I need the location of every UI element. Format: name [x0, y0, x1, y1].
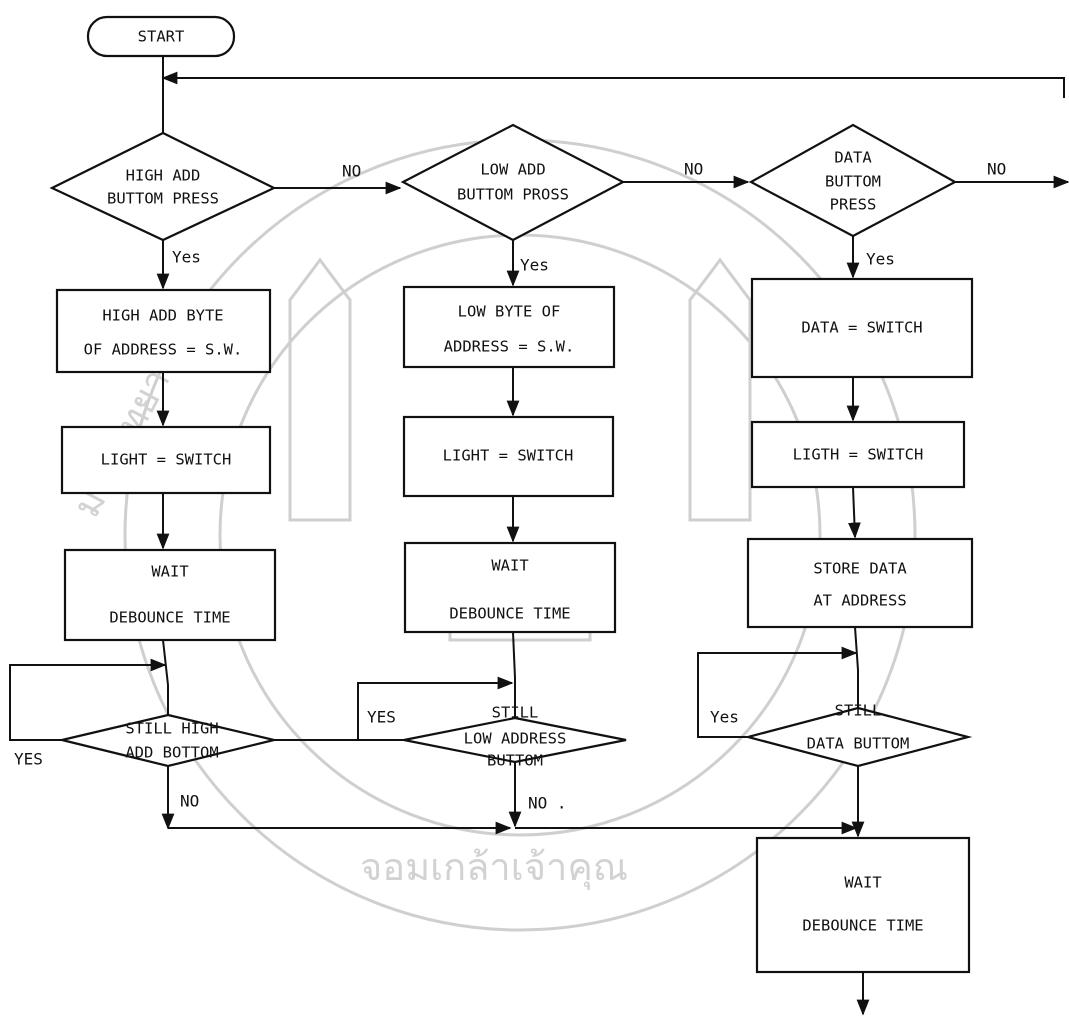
no-label: NO — [342, 162, 361, 181]
yes-loop-label: Yes — [710, 708, 739, 727]
decision-low-add-button-press: LOW ADD BUTTOM PROSS — [403, 125, 623, 240]
svg-text:จอมเกล้าเจ้าคุณ: จอมเกล้าเจ้าคุณ — [360, 845, 628, 890]
process-text: AT ADDRESS — [813, 592, 906, 610]
decision-still-high-add-button: STILL HIGH ADD BOTTOM — [62, 715, 274, 766]
decision-text: DATA — [834, 149, 872, 167]
no-exit-label: NO — [180, 792, 199, 811]
process-text: DEBOUNCE TIME — [109, 609, 230, 627]
process-high-add-byte: HIGH ADD BYTE OF ADDRESS = S.W. — [57, 290, 270, 372]
yes-label: Yes — [866, 250, 895, 269]
process-text: LIGHT = SWITCH — [443, 447, 574, 465]
no-label: NO — [684, 160, 703, 179]
process-wait-debounce-1: WAIT DEBOUNCE TIME — [65, 550, 275, 640]
decision-text: LOW ADDRESS — [464, 730, 567, 748]
decision-text: STILL HIGH — [125, 720, 218, 738]
decision-text: BUTTOM PRESS — [107, 190, 219, 208]
start-label: START — [138, 28, 185, 46]
yes-loop-label: YES — [367, 708, 396, 727]
process-text: LOW BYTE OF — [458, 303, 561, 321]
decision-text: PRESS — [830, 196, 877, 214]
decision-text: STILL — [835, 702, 882, 720]
process-text: HIGH ADD BYTE — [102, 307, 223, 325]
process-text: WAIT — [491, 557, 528, 575]
decision-text: DATA BUTTOM — [807, 735, 910, 753]
decision-text: HIGH ADD — [126, 167, 201, 185]
process-text: WAIT — [844, 874, 881, 892]
no-label: NO — [987, 160, 1006, 179]
process-wait-debounce-final: WAIT DEBOUNCE TIME — [757, 838, 969, 972]
decision-text: BUTTOM PROSS — [457, 186, 569, 204]
process-text: DEBOUNCE TIME — [802, 917, 923, 935]
process-text: STORE DATA — [813, 560, 907, 578]
process-data-switch: DATA = SWITCH — [752, 279, 972, 377]
start-terminal: START — [88, 17, 234, 56]
process-wait-debounce-2: WAIT DEBOUNCE TIME — [405, 543, 615, 632]
decision-still-low-address-button: STILL LOW ADDRESS BUTTOM — [404, 704, 626, 770]
process-text: LIGTH = SWITCH — [793, 446, 924, 464]
process-text: LIGHT = SWITCH — [101, 451, 232, 469]
process-light-switch-1: LIGHT = SWITCH — [62, 427, 270, 493]
process-low-byte: LOW BYTE OF ADDRESS = S.W. — [404, 287, 614, 367]
decision-text: BUTTOM — [487, 752, 543, 770]
process-text: ADDRESS = S.W. — [444, 338, 575, 356]
decision-data-button-press: DATA BUTTOM PRESS — [751, 125, 955, 236]
process-text: OF ADDRESS = S.W. — [84, 341, 243, 359]
decision-text: LOW ADD — [480, 161, 545, 179]
process-light-switch-2: LIGHT = SWITCH — [404, 417, 613, 496]
decision-high-add-button-press: HIGH ADD BUTTOM PRESS — [52, 133, 274, 240]
process-store-data: STORE DATA AT ADDRESS — [748, 539, 972, 627]
decision-text: STILL — [492, 704, 539, 722]
process-light-switch-3: LIGTH = SWITCH — [752, 422, 964, 487]
decision-still-data-button: STILL DATA BUTTOM — [748, 702, 968, 767]
decision-text: BUTTOM — [825, 173, 881, 191]
decision-text: ADD BOTTOM — [125, 744, 218, 762]
process-text: DEBOUNCE TIME — [449, 605, 570, 623]
yes-label: Yes — [172, 248, 201, 267]
no-exit-label: NO . — [528, 794, 567, 813]
yes-label: Yes — [520, 256, 549, 275]
process-text: DATA = SWITCH — [801, 319, 922, 337]
yes-loop-label: YES — [14, 750, 43, 769]
process-text: WAIT — [151, 563, 188, 581]
